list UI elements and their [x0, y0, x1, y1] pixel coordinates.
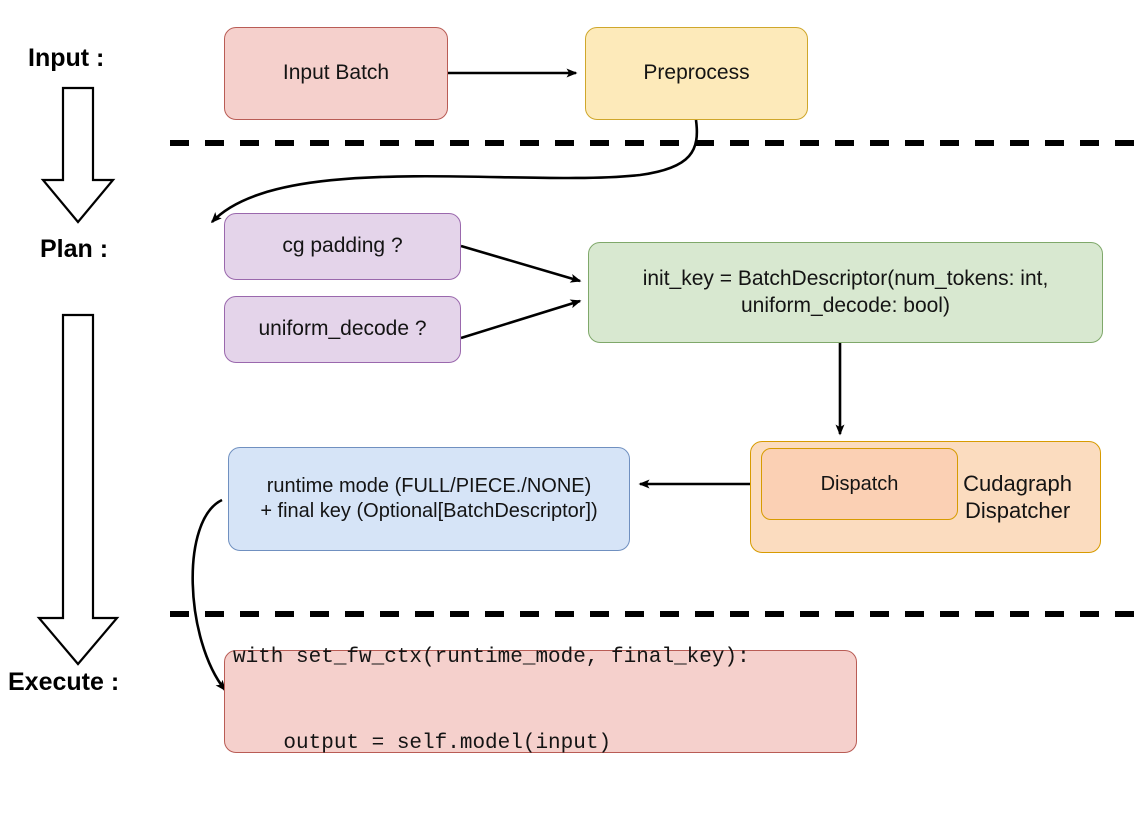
block-arrow-plan-to-execute [36, 313, 120, 666]
stage-label-input: Input : [28, 44, 105, 72]
node-init-key-line2: uniform_decode: bool) [741, 293, 950, 317]
stage-label-plan: Plan : [40, 235, 109, 263]
block-arrow-input-to-plan [40, 86, 116, 224]
node-code-block-line1: with set_fw_ctx(runtime_mode, final_key)… [233, 645, 750, 669]
node-preprocess[interactable]: Preprocess [585, 27, 808, 120]
node-input-batch[interactable]: Input Batch [224, 27, 448, 120]
node-code-block[interactable]: with set_fw_ctx(runtime_mode, final_key)… [224, 646, 857, 755]
node-uniform-decode-label: uniform_decode ? [258, 317, 427, 341]
edge-cg-padding-to-init-key [460, 244, 582, 283]
edge-preprocess-to-cg-padding [210, 119, 699, 224]
node-cg-padding[interactable]: cg padding ? [224, 213, 461, 280]
node-cudagraph-dispatcher-line1: Cudagraph [963, 470, 1072, 496]
node-input-batch-label: Input Batch [282, 61, 390, 85]
node-preprocess-label: Preprocess [643, 61, 750, 85]
edge-uniform-decode-to-init-key [460, 299, 582, 340]
node-runtime-mode-line1: runtime mode (FULL/PIECE./NONE) [266, 475, 592, 497]
node-init-key-line1: init_key = BatchDescriptor(num_tokens: i… [642, 267, 1049, 291]
node-init-key[interactable]: init_key = BatchDescriptor(num_tokens: i… [588, 242, 1103, 343]
node-code-block-line2: output = self.model(input) [233, 732, 612, 756]
edge-runtime-mode-to-code-block [191, 498, 227, 692]
node-cudagraph-dispatcher-line2: Dispatcher [964, 498, 1071, 523]
diagram-canvas: Input : Plan : Execute : Input Batch Pre… [8, 27, 1140, 756]
stage-label-execute: Execute : [8, 668, 120, 696]
node-dispatch[interactable]: Dispatch [761, 448, 958, 520]
node-uniform-decode[interactable]: uniform_decode ? [224, 296, 461, 363]
connector-layer [36, 68, 1140, 692]
node-runtime-mode[interactable]: runtime mode (FULL/PIECE./NONE) + final … [228, 447, 630, 551]
node-runtime-mode-line2: + final key (Optional[BatchDescriptor]) [260, 500, 598, 522]
node-dispatch-label: Dispatch [820, 472, 899, 495]
node-cg-padding-label: cg padding ? [282, 234, 403, 258]
